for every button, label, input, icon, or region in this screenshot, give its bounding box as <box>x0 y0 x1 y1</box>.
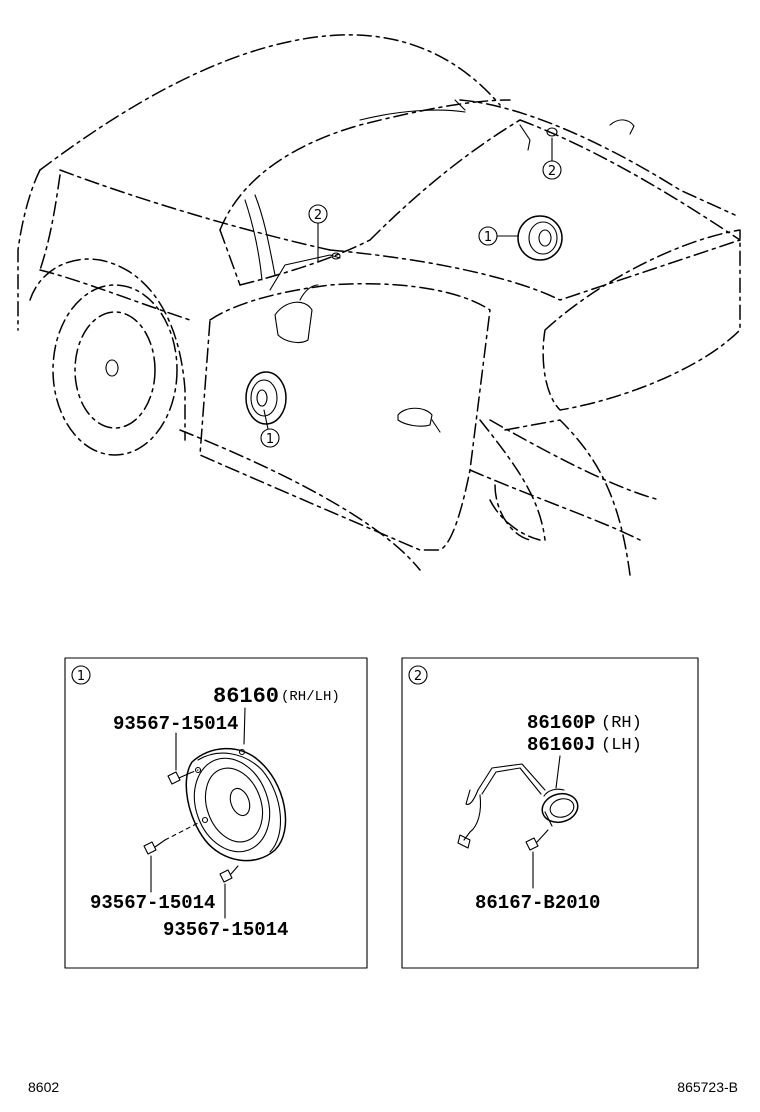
rear-speaker-illustration <box>517 215 563 261</box>
door-speaker-illustration <box>245 371 287 425</box>
part-number-86160p: 86160P <box>527 712 595 734</box>
svg-text:1: 1 <box>484 230 492 245</box>
part-suffix-rh-lh: (RH/LH) <box>281 689 340 705</box>
screw-top-icon <box>167 769 199 785</box>
svg-text:2: 2 <box>314 208 322 223</box>
part-suffix-lh: (LH) <box>601 736 642 755</box>
detail-panel-2: 2 86160P (RH) 86160J (LH) 86167-B2010 <box>401 657 699 969</box>
callout-2-dash: 2 <box>308 204 328 263</box>
part-number-86160j: 86160J <box>527 734 595 756</box>
screw-left-icon <box>143 821 201 855</box>
screw-part-86167: 86167-B2010 <box>475 892 600 914</box>
tweeter-86160p-drawing <box>457 763 579 849</box>
footer-left-code: 8602 <box>28 1079 59 1095</box>
screw-part-top: 93567-15014 <box>113 713 238 735</box>
svg-text:1: 1 <box>77 669 85 684</box>
callout-2-roof: 2 <box>542 137 562 180</box>
part-number-86160: 86160 <box>213 684 279 709</box>
speaker-86160-drawing <box>185 747 287 862</box>
detail-panel-1: 1 86160 (RH/LH) 93567-15014 <box>64 657 368 969</box>
callout-1-door: 1 <box>260 409 280 448</box>
svg-text:2: 2 <box>414 669 422 684</box>
screw-part-bottom: 93567-15014 <box>163 919 288 941</box>
svg-text:1: 1 <box>266 432 274 447</box>
car-illustration: 1 1 2 2 <box>17 34 741 576</box>
screw-part-left: 93567-15014 <box>90 892 215 914</box>
screw-bottom-icon <box>219 865 239 883</box>
footer-right-code: 865723-B <box>677 1079 738 1095</box>
svg-text:2: 2 <box>548 164 556 179</box>
part-suffix-rh: (RH) <box>601 714 642 733</box>
callout-1-rear: 1 <box>478 226 519 246</box>
screw-86167-icon <box>525 829 549 851</box>
